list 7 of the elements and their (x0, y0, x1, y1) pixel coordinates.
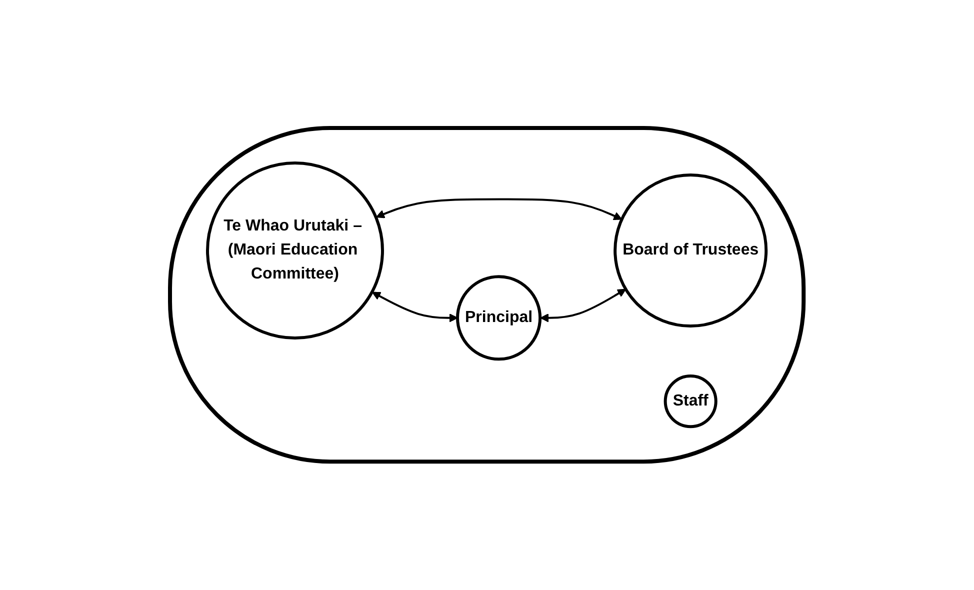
node-circle: Staff (664, 374, 718, 428)
node-circle: Te Whao Urutaki – (Maori Education Committee) (206, 162, 384, 340)
arrow (540, 288, 626, 322)
node-circle: Principal (456, 275, 542, 361)
node-circle: Board of Trustees (614, 174, 768, 328)
arrow (372, 292, 458, 322)
arrow (376, 198, 622, 220)
